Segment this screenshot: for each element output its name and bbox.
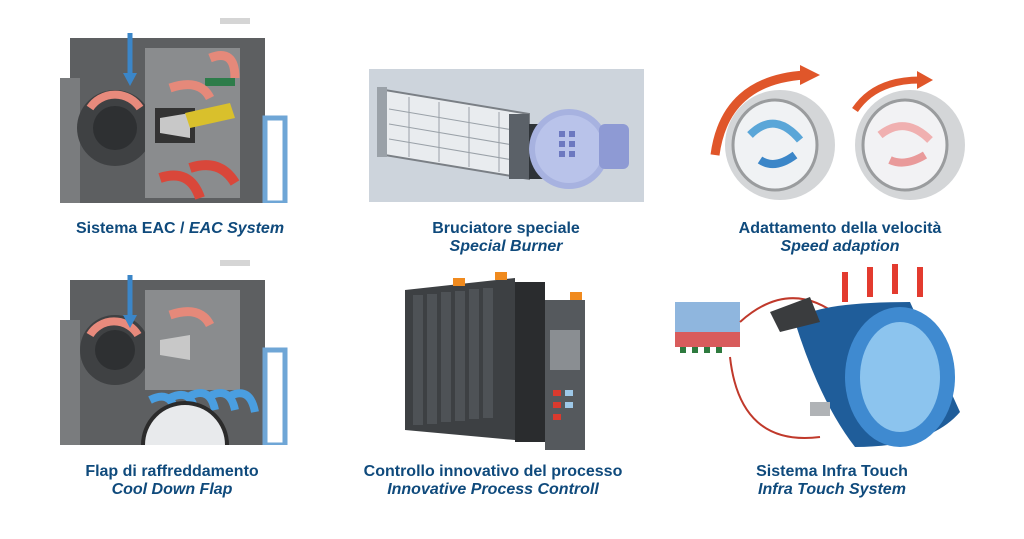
caption-eac-system: Sistema EAC / EAC System: [20, 220, 340, 238]
caption-line2: Infra Touch System: [758, 481, 906, 498]
caption-line2: Speed adaption: [780, 238, 900, 255]
caption-cool-down-flap: Flap di raffreddamento Cool Down Flap: [12, 463, 332, 499]
caption-line2: Innovative Process Controll: [387, 481, 599, 498]
caption-line1-italic: EAC System: [188, 220, 285, 237]
caption-line1: Controllo innovativo del processo: [363, 463, 623, 480]
caption-process-control: Controllo innovativo del processo Innova…: [333, 463, 653, 499]
caption-line1: Flap di raffreddamento: [85, 463, 259, 480]
caption-infra-touch: Sistema Infra Touch Infra Touch System: [672, 463, 992, 499]
caption-line1: Sistema Infra Touch: [756, 463, 908, 480]
caption-special-burner: Bruciatore speciale Special Burner: [346, 220, 666, 256]
speed-adaption-illustration: [705, 65, 975, 205]
caption-line1: Sistema EAC /: [75, 220, 189, 237]
caption-line1: Bruciatore speciale: [432, 220, 580, 237]
infra-touch-illustration: [670, 262, 975, 452]
caption-speed-adaption: Adattamento della velocità Speed adaptio…: [680, 220, 1000, 256]
special-burner-illustration: [369, 69, 644, 202]
process-control-illustration: [395, 270, 590, 455]
caption-line2: Special Burner: [449, 238, 563, 255]
caption-line1: Adattamento della velocità: [738, 220, 942, 237]
eac-system-illustration: [60, 18, 300, 203]
caption-line2: Cool Down Flap: [111, 481, 233, 498]
cool-down-flap-illustration: [60, 260, 300, 445]
